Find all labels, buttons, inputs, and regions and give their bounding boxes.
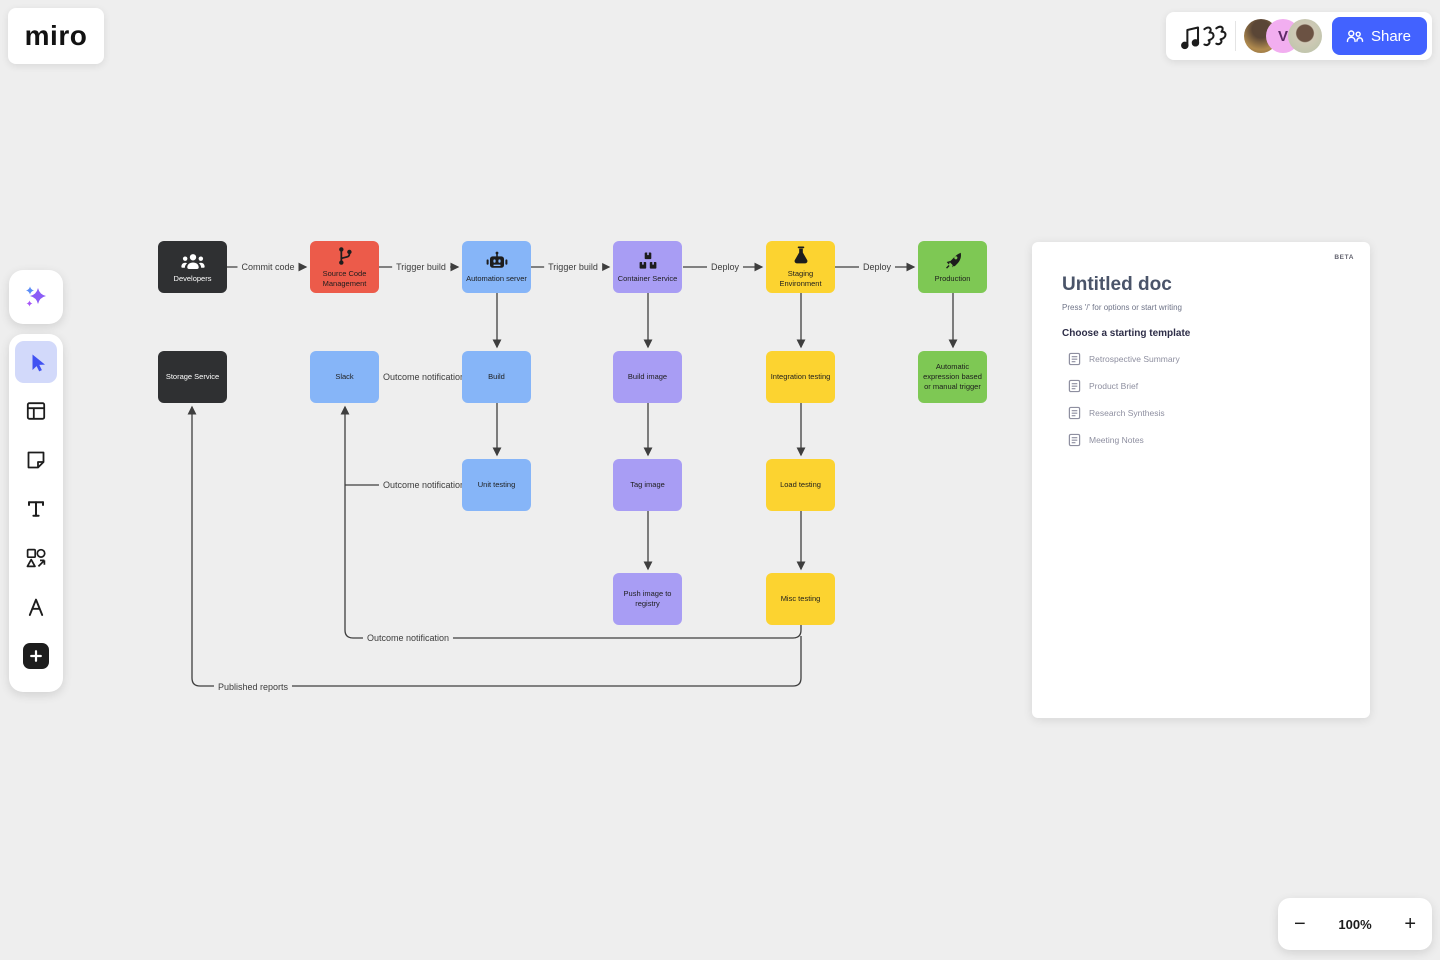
node-label: Slack <box>335 372 354 382</box>
node-label: Storage Service <box>165 372 220 382</box>
node-label: Automation server <box>466 274 527 284</box>
node-label: Source Code Management <box>322 269 367 288</box>
node-label: Production <box>934 274 971 284</box>
node-misc-testing[interactable]: Misc testing <box>766 573 835 625</box>
select-tool[interactable] <box>15 341 57 383</box>
node-source-code-management[interactable]: Source Code Management <box>310 241 379 293</box>
pen-tool[interactable] <box>15 586 57 628</box>
template-label: Product Brief <box>1089 381 1139 391</box>
node-staging-environment[interactable]: Staging Environment <box>766 241 835 293</box>
zoom-level[interactable]: 100% <box>1338 916 1372 932</box>
node-slack[interactable]: Slack <box>310 351 379 403</box>
node-build[interactable]: Build <box>462 351 531 403</box>
containers-icon <box>636 250 660 272</box>
edge-label: Deploy <box>858 261 896 273</box>
node-load-testing[interactable]: Load testing <box>766 459 835 511</box>
node-tag-image[interactable]: Tag image <box>613 459 682 511</box>
node-integration-testing[interactable]: Integration testing <box>766 351 835 403</box>
edge-label: Published reports <box>213 681 293 693</box>
template-label: Research Synthesis <box>1089 408 1165 418</box>
node-automatic-trigger[interactable]: Automatic expression based or manual tri… <box>918 351 987 403</box>
template-item-research-synthesis[interactable]: Research Synthesis <box>1062 406 1354 420</box>
document-icon <box>1068 379 1081 393</box>
add-apps-tool[interactable] <box>15 635 57 677</box>
node-storage-service[interactable]: Storage Service <box>158 351 227 403</box>
git-branch-icon <box>334 245 356 267</box>
miro-logo-text: miro <box>24 20 88 51</box>
node-label: Staging Environment <box>779 269 822 288</box>
robot-icon <box>484 250 510 272</box>
divider <box>1235 21 1236 51</box>
node-push-image-to-registry[interactable]: Push image to registry <box>613 573 682 625</box>
zoom-out-button[interactable]: − <box>1294 913 1306 935</box>
edge-label: Outcome notification <box>378 371 470 383</box>
cursor-icon <box>32 354 45 372</box>
template-label: Meeting Notes <box>1089 435 1144 445</box>
sticky-note-tool[interactable] <box>15 439 57 481</box>
sticky-note-icon <box>27 451 45 469</box>
tool-palette <box>9 334 63 692</box>
node-label: Automatic expression based or manual tri… <box>923 362 982 391</box>
doc-panel[interactable]: BETA Untitled doc Press '/' for options … <box>1032 242 1370 718</box>
node-label: Integration testing <box>770 372 831 382</box>
edge-label: Trigger build <box>544 261 602 273</box>
node-unit-testing[interactable]: Unit testing <box>462 459 531 511</box>
doc-hint: Press '/' for options or start writing <box>1062 303 1182 312</box>
document-icon <box>1068 406 1081 420</box>
node-label: Push image to registry <box>623 589 672 608</box>
text-icon <box>28 501 44 517</box>
node-label: Tag image <box>630 480 665 490</box>
node-label: Load testing <box>780 480 821 490</box>
edge-label: Trigger build <box>392 261 450 273</box>
node-build-image[interactable]: Build image <box>613 351 682 403</box>
avatar[interactable] <box>1287 19 1322 53</box>
ai-assist-button[interactable] <box>9 270 63 324</box>
shapes-tool[interactable] <box>15 537 57 579</box>
collaborator-avatars: V <box>1243 19 1322 53</box>
share-label: Share <box>1370 27 1411 45</box>
people-icon <box>1346 30 1364 43</box>
template-item-meeting-notes[interactable]: Meeting Notes <box>1062 433 1354 447</box>
zoom-controls: − 100% + <box>1278 898 1432 950</box>
node-label: Misc testing <box>780 594 821 604</box>
music-doodle-icon <box>1181 25 1227 50</box>
plus-icon <box>23 643 49 669</box>
beta-badge: BETA <box>1334 254 1354 261</box>
template-item-product-brief[interactable]: Product Brief <box>1062 379 1354 393</box>
sparkles-icon <box>26 286 46 307</box>
node-production[interactable]: Production <box>918 241 987 293</box>
users-icon <box>180 250 206 272</box>
node-developers[interactable]: Developers <box>158 241 227 293</box>
node-label: Build <box>488 372 505 382</box>
shapes-icon <box>26 548 46 568</box>
template-item-retrospective-summary[interactable]: Retrospective Summary <box>1062 352 1354 366</box>
document-icon <box>1068 433 1081 447</box>
doc-title[interactable]: Untitled doc <box>1062 274 1172 295</box>
node-container-service[interactable]: Container Service <box>613 241 682 293</box>
edge-label: Deploy <box>706 261 744 273</box>
flask-icon <box>790 245 812 267</box>
templates-tool[interactable] <box>15 390 57 432</box>
collaboration-bar: V Share <box>1166 12 1432 60</box>
text-tool[interactable] <box>15 488 57 530</box>
node-automation-server[interactable]: Automation server <box>462 241 531 293</box>
edge-label: Commit code <box>237 261 299 273</box>
zoom-in-button[interactable]: + <box>1404 913 1416 935</box>
node-label: Developers <box>173 274 212 284</box>
layout-icon <box>26 402 46 420</box>
letter-a-icon <box>28 598 44 616</box>
document-icon <box>1068 352 1081 366</box>
rocket-icon <box>942 250 964 272</box>
node-label: Build image <box>627 372 668 382</box>
share-button[interactable]: Share <box>1331 17 1427 55</box>
edge-label: Outcome notification <box>362 632 454 644</box>
miro-logo[interactable]: miro <box>8 8 104 64</box>
node-label: Container Service <box>617 274 678 284</box>
template-section-title: Choose a starting template <box>1062 328 1191 339</box>
node-label: Unit testing <box>477 480 516 490</box>
template-label: Retrospective Summary <box>1089 354 1180 364</box>
edge-label: Outcome notification <box>378 479 470 491</box>
